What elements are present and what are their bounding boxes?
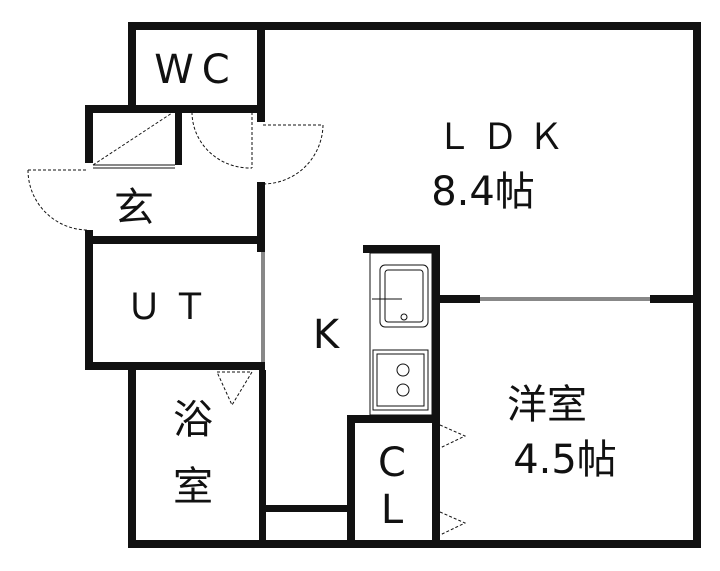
room-size-western: 4.5帖 (513, 437, 617, 483)
room-label-closet-2: L (380, 487, 404, 533)
room-label-western: 洋室 (507, 382, 587, 428)
room-label-genkan: 玄 (114, 185, 154, 231)
room-label-closet-1: C (378, 440, 406, 486)
room-label-ldk: ＬＤＫ (435, 117, 575, 158)
room-label-bath-1: 浴 (173, 397, 213, 443)
room-size-ldk: 8.4帖 (431, 169, 535, 215)
room-label-ut: ＵＴ (125, 287, 219, 328)
room-label-wc: WC (154, 47, 238, 93)
fixtures (27, 80, 698, 540)
room-label-bath-2: 室 (173, 464, 213, 510)
room-label-kitchen: K (312, 312, 340, 358)
